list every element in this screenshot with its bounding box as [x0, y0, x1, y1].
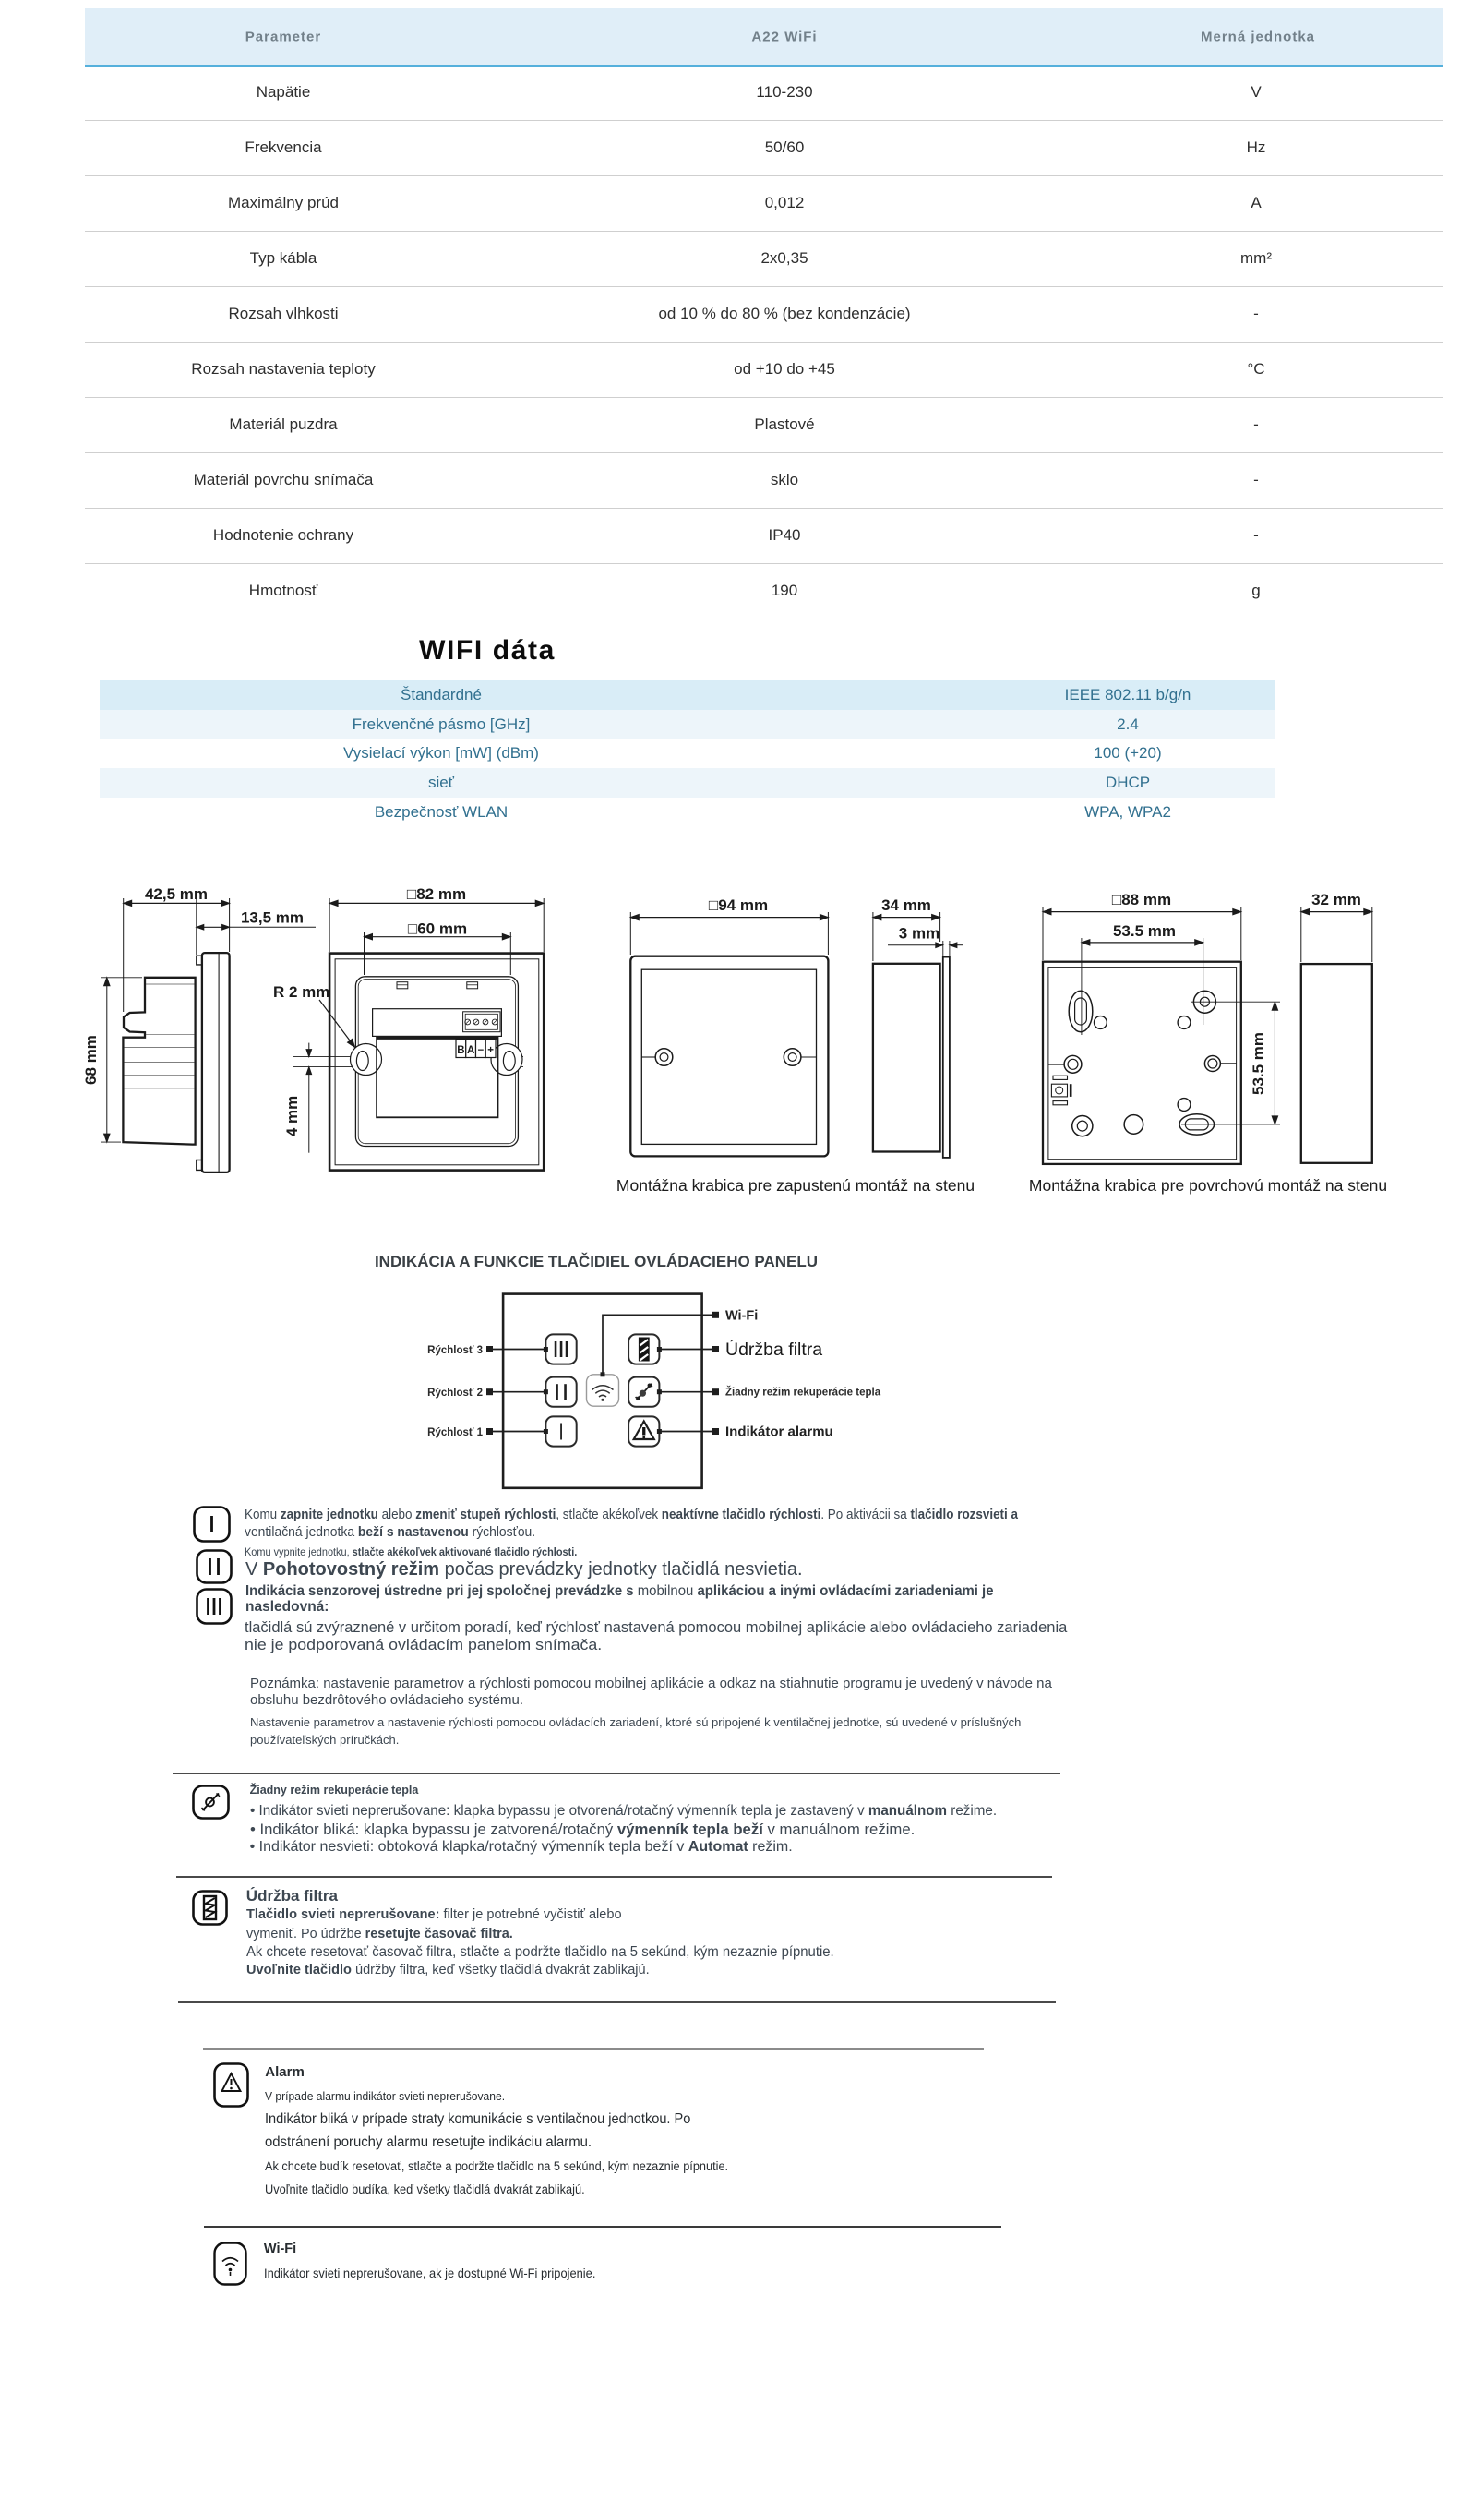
- svg-text:4 mm: 4 mm: [283, 1096, 301, 1136]
- svg-text:□60 mm: □60 mm: [408, 920, 467, 938]
- svg-text:□88 mm: □88 mm: [1112, 891, 1171, 908]
- svg-text:B: B: [457, 1045, 464, 1056]
- svg-text:A: A: [467, 1045, 474, 1056]
- svg-text:Rýchlosť 3: Rýchlosť 3: [427, 1345, 483, 1356]
- svg-text:−: −: [478, 1045, 485, 1056]
- svg-text:34 mm: 34 mm: [881, 896, 931, 914]
- svg-text:□94 mm: □94 mm: [709, 896, 768, 914]
- svg-text:32 mm: 32 mm: [1311, 891, 1361, 908]
- svg-text:53.5 mm: 53.5 mm: [1113, 922, 1176, 940]
- svg-text:Indikátor alarmu: Indikátor alarmu: [725, 1424, 833, 1440]
- svg-text:68 mm: 68 mm: [82, 1035, 100, 1085]
- svg-text:3 mm: 3 mm: [899, 925, 939, 943]
- svg-text:Rýchlosť 2: Rýchlosť 2: [427, 1388, 483, 1399]
- svg-text:+: +: [487, 1045, 494, 1056]
- svg-text:42,5 mm: 42,5 mm: [145, 885, 208, 903]
- svg-text:Žiadny režim rekuperácie tepla: Žiadny režim rekuperácie tepla: [725, 1387, 881, 1399]
- svg-text:Rýchlosť 1: Rýchlosť 1: [427, 1427, 483, 1438]
- svg-text:13,5 mm: 13,5 mm: [241, 909, 304, 927]
- svg-text:Wi-Fi: Wi-Fi: [725, 1308, 758, 1323]
- svg-text:53.5 mm: 53.5 mm: [1250, 1032, 1267, 1095]
- svg-text:Údržba filtra: Údržba filtra: [725, 1339, 822, 1360]
- svg-text:R 2 mm: R 2 mm: [273, 983, 329, 1001]
- svg-text:□82 mm: □82 mm: [407, 885, 466, 903]
